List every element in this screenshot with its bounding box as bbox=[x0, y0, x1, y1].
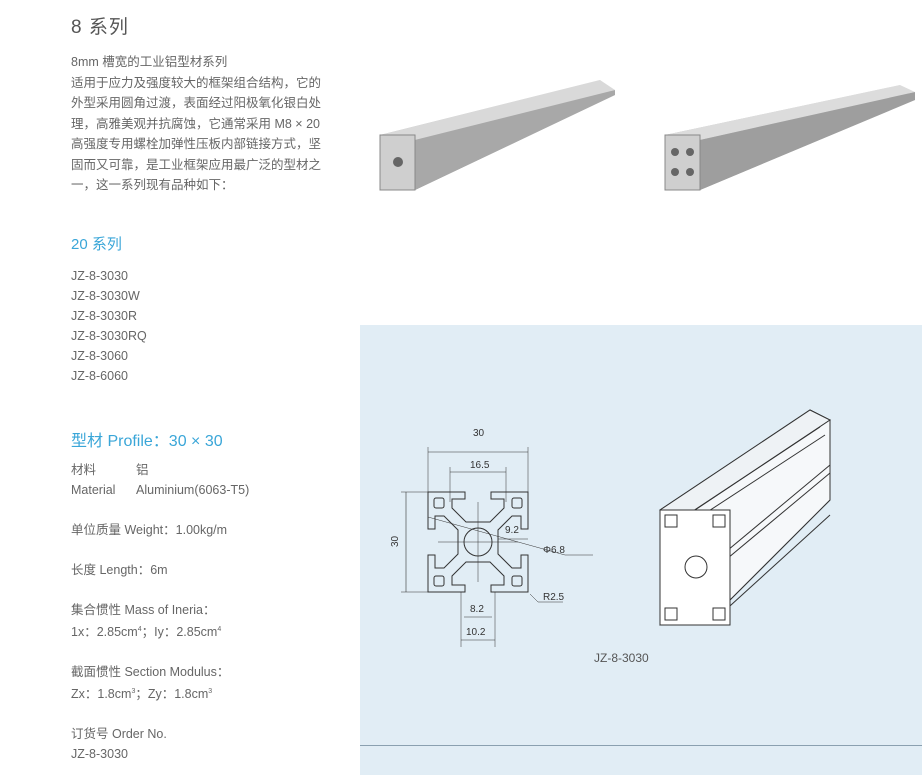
profile-outline bbox=[427, 491, 529, 593]
dim-width-label: 30 bbox=[473, 428, 485, 439]
modulus-label: 截面惯性 Section Modulus： bbox=[71, 665, 230, 680]
corner-hole bbox=[511, 575, 523, 587]
corner-hole bbox=[433, 575, 445, 587]
corner-hole bbox=[511, 497, 523, 509]
dim-slot-label: 8.2 bbox=[470, 604, 484, 615]
order-value: JZ-8-3030 bbox=[71, 747, 128, 762]
model-item[interactable]: JZ-8-3030RQ bbox=[71, 329, 147, 343]
intro-body: 适用于应力及强度较大的框架组合结构，它的外型采用圆角过渡，表面经过阳极氧化银白处… bbox=[71, 75, 322, 193]
product-photo-3060 bbox=[664, 85, 915, 191]
series-title: 20 系列 bbox=[71, 236, 122, 253]
dim-offset-label: 9.2 bbox=[505, 525, 519, 536]
material-en-value: Aluminium(6063-T5) bbox=[136, 483, 250, 497]
material-cn-value: 铝 bbox=[136, 463, 149, 477]
dim-diameter-label: Φ6.8 bbox=[543, 545, 565, 556]
model-item[interactable]: JZ-8-3030 bbox=[71, 269, 128, 283]
intro-text: 8mm 槽宽的工业铝型材系列 适用于应力及强度较大的框架组合结构，它的外型采用圆… bbox=[71, 52, 333, 196]
product-photos bbox=[379, 80, 915, 191]
inertia-values: 1x：2.85cm4；Iy：2.85cm4 bbox=[71, 625, 222, 640]
model-list: JZ-8-3030 JZ-8-3030W JZ-8-3030R JZ-8-303… bbox=[71, 266, 147, 386]
dim-slot-outer-label: 10.2 bbox=[466, 627, 486, 638]
modulus-values: Zx：1.8cm3；Zy：1.8cm3 bbox=[71, 687, 213, 702]
order-label: 订货号 Order No. bbox=[71, 727, 167, 742]
profile-title: 型材 Profile：30 × 30 bbox=[71, 433, 223, 450]
dim-height-label: 30 bbox=[390, 535, 401, 547]
model-item[interactable]: JZ-8-3030R bbox=[71, 309, 137, 323]
drawing-panel bbox=[360, 325, 922, 775]
page-title: 8 系列 bbox=[71, 17, 129, 38]
inertia-label: 集合惯性 Mass of Ineria： bbox=[71, 603, 216, 617]
model-item[interactable]: JZ-8-6060 bbox=[71, 369, 128, 383]
intro-subtitle: 8mm 槽宽的工业铝型材系列 bbox=[71, 55, 228, 69]
model-item[interactable]: JZ-8-3030W bbox=[71, 289, 140, 303]
cross-section bbox=[401, 447, 593, 647]
weight-spec: 单位质量 Weight：1.00kg/m bbox=[71, 523, 228, 537]
product-photo-3030 bbox=[379, 80, 615, 191]
corner-hole bbox=[433, 497, 445, 509]
model-item[interactable]: JZ-8-3060 bbox=[71, 349, 128, 363]
technical-drawing: 30 16.5 30 9.2 Φ6.8 R2.5 8.2 10.2 bbox=[390, 409, 831, 647]
material-cn-label: 材料 bbox=[71, 463, 97, 477]
profile-specs: 材料 铝 Material Aluminium(6063-T5) 单位质量 Weig… bbox=[71, 460, 249, 784]
dim-radius-label: R2.5 bbox=[543, 592, 565, 603]
divider bbox=[360, 745, 922, 746]
drawing-caption: JZ-8-3030 bbox=[594, 651, 649, 665]
dim-inner-label: 16.5 bbox=[470, 460, 490, 471]
isometric-view bbox=[659, 409, 831, 626]
length-spec: 长度 Length：6m bbox=[71, 563, 168, 577]
material-en-label: Material bbox=[71, 483, 116, 497]
